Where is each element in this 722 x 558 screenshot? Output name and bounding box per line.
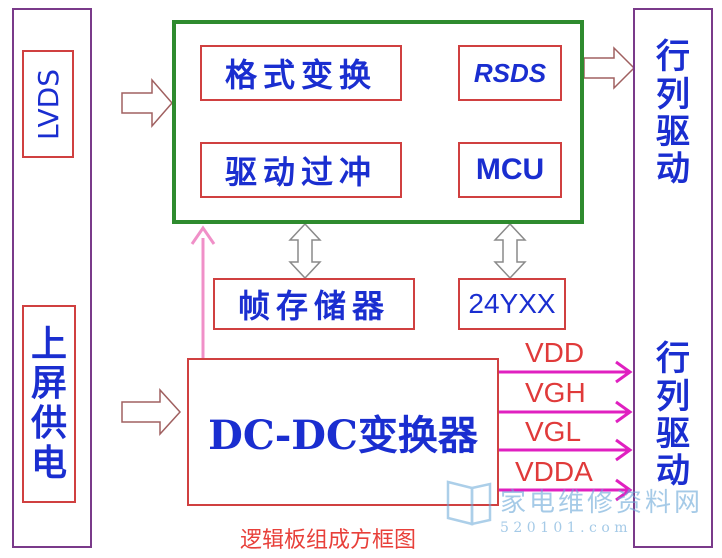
power-char-3: 供 [30,402,67,444]
right-rail [633,8,713,548]
watermark-logo-icon [442,478,494,528]
mcu-label: MCU [475,153,545,186]
output-label-vgh: VGH [525,377,586,408]
column-row-driver-top: 行 列 驱 动 [640,14,706,214]
frame-memory-box: 帧存储器 [213,278,415,330]
output-label-vdda: VDDA [515,456,593,487]
dcdc-to-tcon-arrow [190,225,216,358]
driver-top-char-1: 行 [656,37,690,78]
lvds-label: LVDS [31,68,65,140]
rsds-box: RSDS [458,45,562,101]
output-arrows [498,360,633,502]
power-supply-box: 上 屏 供 电 [22,305,76,503]
eeprom-bus-arrow [493,222,527,280]
power-char-2: 屏 [30,362,67,405]
memory-bus-arrow [288,222,322,280]
driver-bottom-char-4: 动 [656,451,690,492]
diagram-caption: 逻辑板组成方框图 [240,528,417,553]
eeprom-label: 24YXX [468,288,556,319]
power-char-1: 上 [30,322,67,365]
drive-overshoot-label: 驱动过冲 [224,153,377,191]
rsds-label: RSDS [473,57,547,88]
format-convert-box: 格式变换 [200,45,402,101]
driver-bottom-char-1: 行 [656,339,690,380]
mcu-box: MCU [458,142,562,198]
driver-bottom-char-3: 驱 [656,414,690,454]
column-row-driver-bottom: 行 列 驱 动 [640,316,706,516]
format-convert-label: 格式变换 [224,56,377,94]
dcdc-converter-box: DC-DC变换器 [187,358,499,506]
output-label-vgl: VGL [525,416,582,447]
driver-bottom-char-2: 列 [656,376,690,417]
dcdc-label: DC-DC变换器 [208,412,478,459]
rsds-output-arrow [583,46,636,90]
drive-overshoot-box: 驱动过冲 [200,142,402,198]
output-label-vdd: VDD [525,337,585,368]
watermark-url: 5 2 0 1 0 1 . c o m [500,520,628,536]
frame-memory-label: 帧存储器 [237,287,390,325]
power-char-4: 电 [30,441,67,484]
watermark-text: 家电维修资料网 [500,488,704,518]
eeprom-box: 24YXX [458,278,566,330]
driver-top-char-4: 动 [656,149,690,190]
driver-top-char-3: 驱 [656,112,690,152]
power-input-arrow [121,388,182,436]
lvds-input-arrow [121,77,173,129]
lvds-box: LVDS [22,50,74,158]
driver-top-char-2: 列 [656,74,690,115]
